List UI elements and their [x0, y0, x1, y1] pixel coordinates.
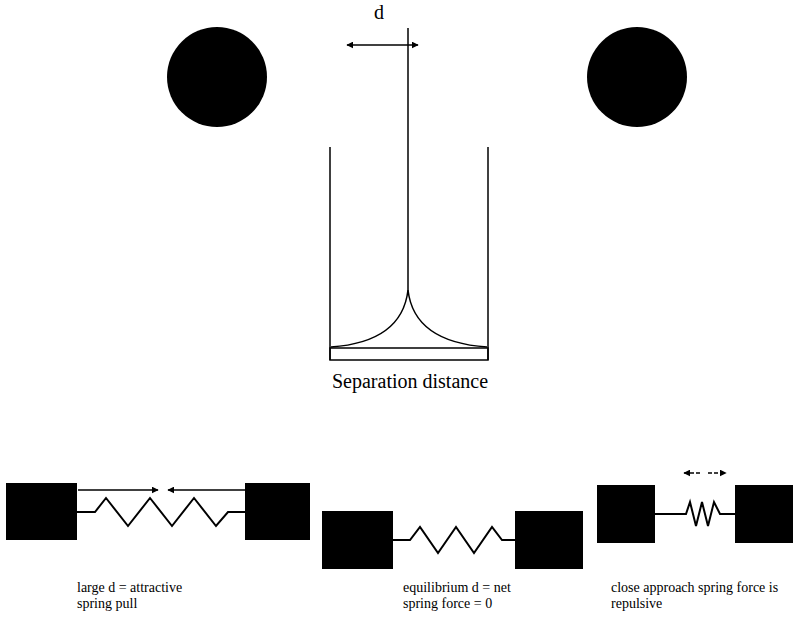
block [322, 511, 393, 569]
force-arrow [708, 472, 726, 474]
caption-note: equilibrium d = net spring force = 0 [403, 580, 548, 612]
particle [167, 27, 267, 127]
well-curve [408, 290, 487, 347]
well-base [330, 348, 488, 360]
block [515, 511, 583, 569]
axis-label: Separation distance [260, 370, 560, 393]
caption-note: close approach spring force is repulsive [611, 580, 789, 612]
well-wall [329, 147, 331, 360]
distance-label: d [364, 1, 394, 24]
block [245, 483, 310, 540]
well-curve [331, 290, 408, 347]
block [735, 485, 793, 543]
particle [587, 27, 687, 127]
force-arrow [684, 472, 700, 474]
caption-note: large d = attractive spring pull [77, 580, 217, 612]
spring [393, 527, 515, 553]
block [6, 483, 77, 540]
force-arrow [168, 489, 245, 491]
spring [655, 502, 735, 526]
block [597, 485, 655, 543]
spring [77, 498, 245, 526]
center-line [407, 28, 409, 290]
force-arrow [78, 489, 158, 491]
well-wall [487, 147, 489, 360]
